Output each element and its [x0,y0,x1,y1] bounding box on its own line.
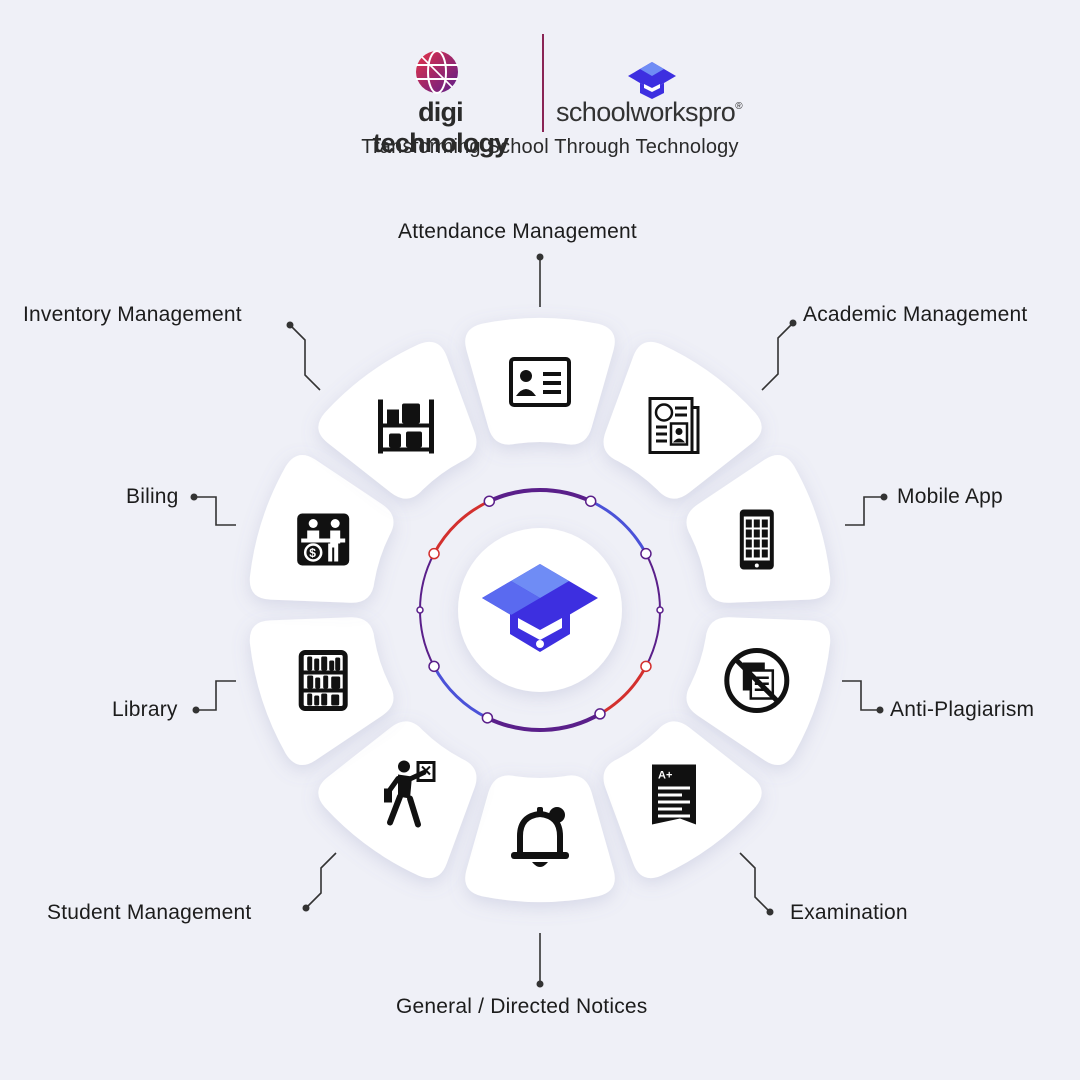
ring-node [584,495,597,507]
ring-node [416,606,424,614]
leader-dot [190,493,198,501]
brand-schoolworkspro-name: schoolworkspro [556,97,736,127]
leader-line [761,322,794,391]
leader-line [842,680,880,711]
ring-node [483,495,496,507]
bookshelf-icon [298,650,348,711]
ring-arc [598,664,648,716]
label-inventory-management: Inventory Management [23,303,242,326]
label-student-management: Student Management [47,901,252,924]
id-card-icon [509,357,571,407]
leader-dot [876,706,884,714]
tagline: Transforming School Through Technology [361,136,739,158]
leader-dot [880,493,888,501]
newspaper-icon [648,397,700,454]
leader-dot [789,319,797,327]
leader-dot [536,253,544,261]
label-anti-plagiarism: Anti-Plagiarism [890,698,1035,721]
ring-arc [645,609,662,668]
leader-dot [302,904,310,912]
leader-dot [286,321,294,329]
ring-node [640,660,652,673]
leader-line [845,496,884,526]
module-tile [465,317,615,445]
leader-dot [192,706,200,714]
leader-dot [766,908,774,916]
leader-line [305,852,337,909]
ring-arc [645,552,662,611]
graded-paper-icon: A+ [652,764,696,825]
ring-node [640,547,652,560]
registered-mark: ® [735,101,742,112]
ring-arc [487,487,593,504]
storage-rack-icon [378,399,434,454]
brand-divider [542,34,544,132]
leader-line [196,680,236,711]
ring-arc [432,664,489,720]
label-academic-management: Academic Management [803,303,1028,326]
digi-technology-logo-icon [416,50,458,94]
ring-node [428,547,440,560]
module-tile [603,341,762,499]
ring-arc [589,499,648,556]
center-hub [458,528,622,692]
label-attendance-management: Attendance Management [398,220,637,243]
label-biling: Biling [126,485,179,508]
ring-node [594,708,606,720]
label-library: Library [112,698,178,721]
ring-arc [418,552,435,611]
center-ring [416,487,664,733]
ring-node [656,606,664,614]
module-tile [465,775,615,903]
bell-icon [511,807,569,867]
leader-line [194,496,236,526]
label-general-directed-notices: General / Directed Notices [396,995,648,1018]
leader-line [739,852,771,913]
brand-digi-technology: digi technology [372,97,509,158]
schoolworkspro-logo-icon [628,62,676,99]
module-icons: A+ $ [297,357,790,867]
ring-arc [485,711,602,733]
leader-line [289,324,321,391]
ring-node [481,712,494,724]
smartphone-icon [739,509,774,570]
brand-schoolworkspro: schoolworkspro® [556,97,756,128]
label-examination: Examination [790,901,908,924]
no-copy-icon [724,648,790,713]
label-mobile-app: Mobile App [897,485,1003,508]
ring-node [428,660,440,673]
cashier-icon: $ [297,513,350,566]
svg-text:$: $ [309,546,316,560]
svg-text:A+: A+ [658,770,672,782]
ring-arc [432,499,491,556]
leader-dot [536,980,544,988]
graduation-cap-logo-icon [482,564,598,652]
leader-lines [190,253,888,988]
student-walking-icon [384,760,436,828]
ring-arc [418,609,435,668]
